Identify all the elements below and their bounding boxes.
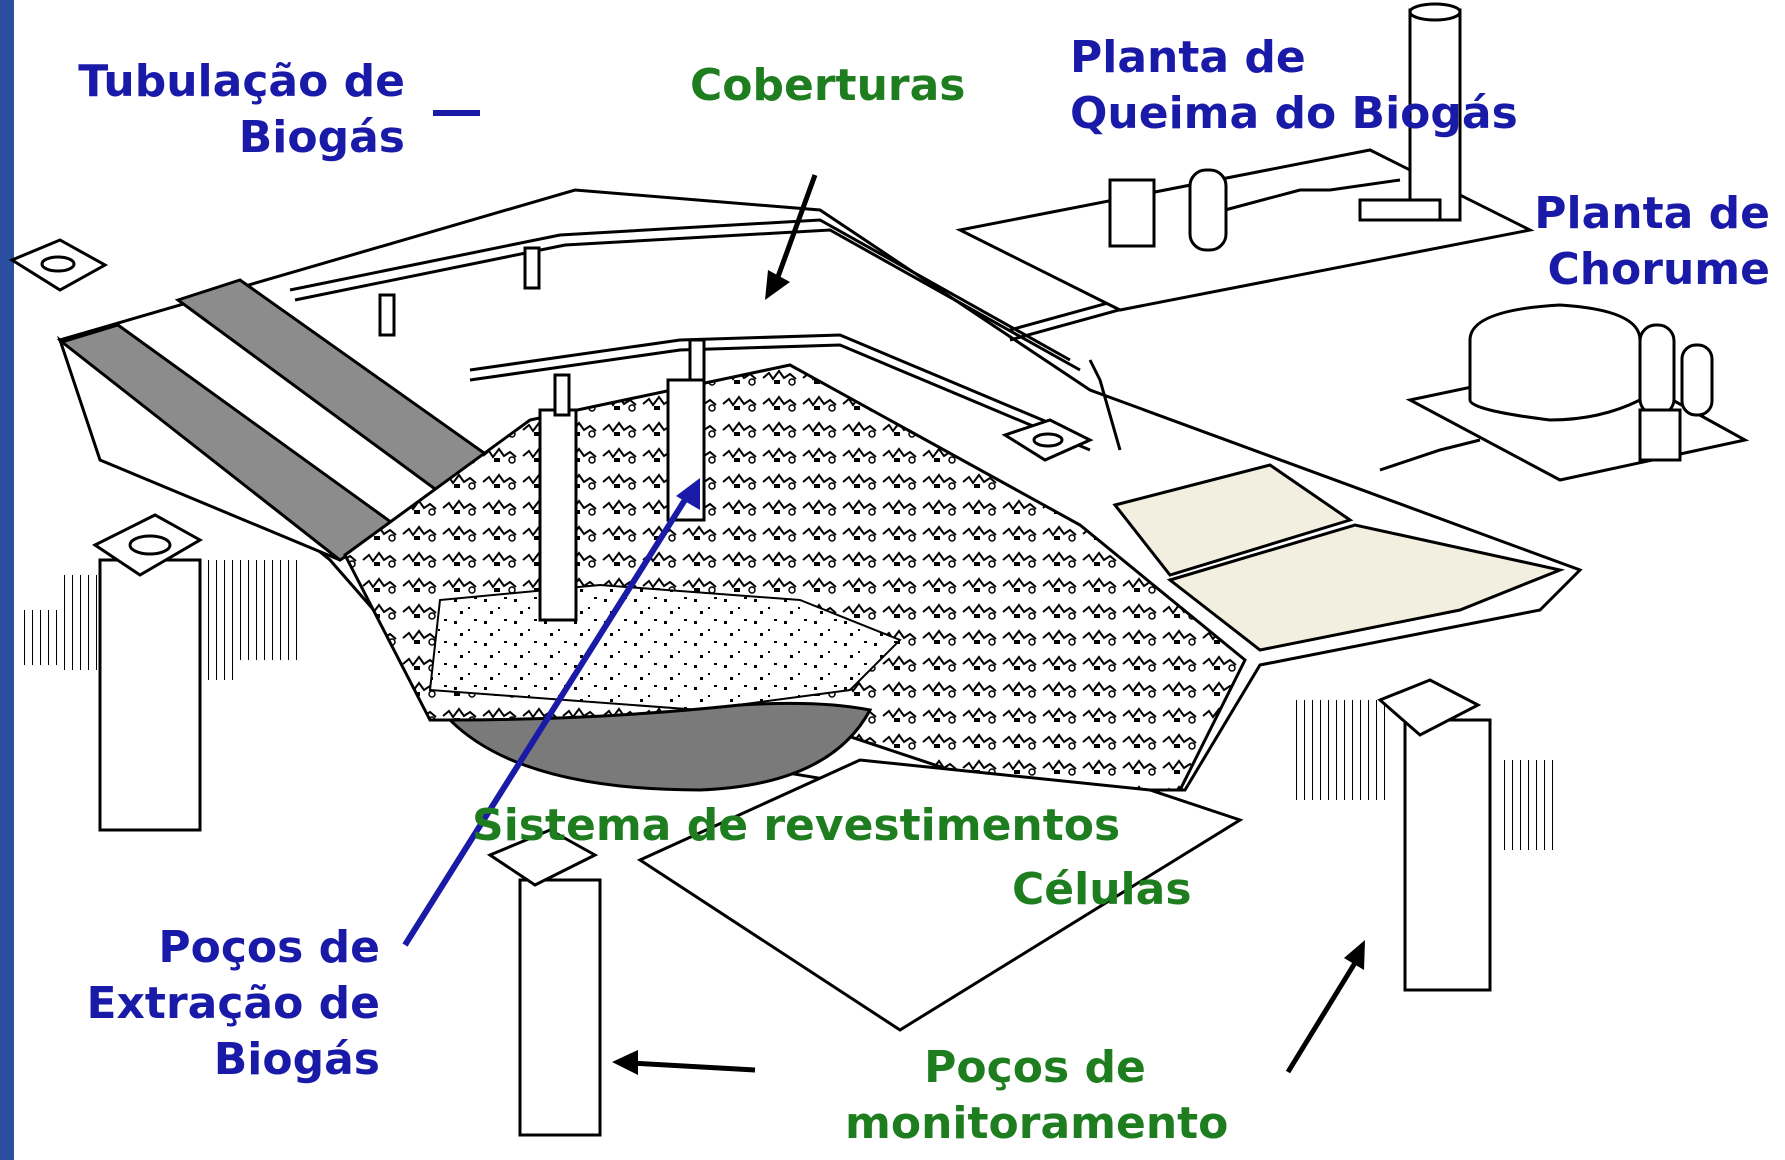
- monitoring-well-center: [486, 828, 602, 1137]
- label-pocos-extracao-line3: Biogás: [213, 1034, 380, 1085]
- label-pocos-monitoramento: Poços de monitoramento: [845, 1040, 1229, 1152]
- monitoring-well-right: [1377, 678, 1492, 992]
- liner-system: [446, 701, 873, 792]
- label-planta-queima-line2: Queima do Biogás: [1070, 88, 1518, 139]
- label-tubulacao-line2: Biogás: [238, 112, 405, 163]
- label-sistema-revestimentos: Sistema de revestimentos: [472, 800, 1121, 851]
- label-planta-chorume-line1: Planta de: [1534, 188, 1770, 239]
- label-pocos-monitoramento-line2: monitoramento: [845, 1098, 1229, 1149]
- leachate-plant: [1405, 303, 1750, 482]
- gas-burning-plant: [955, 2, 1535, 312]
- label-pocos-extracao-line1: Poços de: [158, 922, 380, 973]
- label-pocos-monitoramento-line1: Poços de: [924, 1042, 1146, 1093]
- ground-hatch-left: [18, 560, 300, 680]
- monitoring-well-left: [92, 513, 204, 832]
- label-celulas: Células: [1012, 864, 1192, 915]
- label-planta-queima-line1: Planta de: [1070, 32, 1306, 83]
- surface-well-right: [1001, 418, 1094, 462]
- slide-edge-bar: [0, 0, 14, 1160]
- label-coberturas: Coberturas: [690, 60, 966, 111]
- label-pocos-extracao-line2: Extração de: [86, 978, 380, 1029]
- label-planta-queima: Planta de Queima do Biogás: [1070, 30, 1518, 142]
- label-tubulacao-line1: Tubulação de: [78, 56, 405, 107]
- cap-band-2: [1166, 523, 1566, 652]
- surface-well-top-left: [8, 238, 109, 292]
- label-pocos-extracao: Poços de Extração de Biogás: [80, 920, 380, 1088]
- basin-bottom: [636, 758, 1244, 1032]
- cap-band-1: [1112, 463, 1354, 577]
- label-tubulacao-biogas: Tubulação de Biogás: [60, 54, 405, 166]
- label-planta-chorume: Planta de Chorume: [1500, 186, 1770, 298]
- ground-hatch-right: [1295, 700, 1555, 850]
- label-planta-chorume-line2: Chorume: [1547, 244, 1770, 295]
- pointer-arrows: [402, 110, 1365, 1075]
